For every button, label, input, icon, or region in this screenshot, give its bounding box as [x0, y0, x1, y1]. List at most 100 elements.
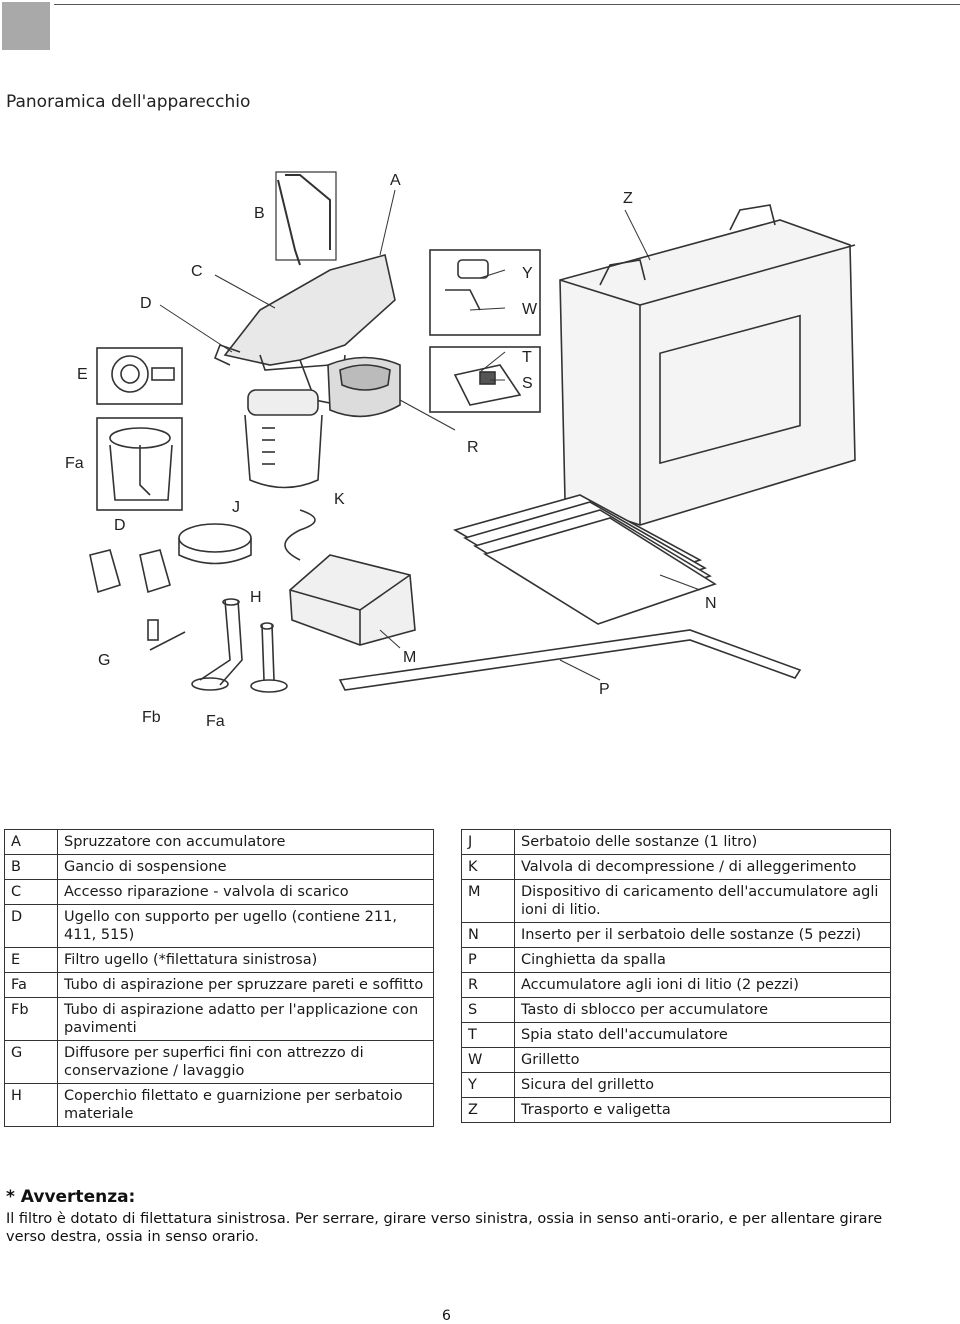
part-code: N: [461, 922, 515, 948]
part-description: Tasto di sblocco per accumulatore: [514, 997, 891, 1023]
label-j: J: [232, 499, 240, 516]
part-description: Filtro ugello (*filettatura sinistrosa): [57, 947, 434, 973]
inset-battery-drawing: [429, 346, 541, 413]
part-description: Spia stato dell'accumulatore: [514, 1022, 891, 1048]
part-code: J: [461, 829, 515, 855]
part-description: Diffusore per superfici fini con attrezz…: [57, 1040, 434, 1084]
label-z: Z: [623, 190, 633, 207]
label-fb: Fb: [142, 709, 161, 726]
charger-drawing: [284, 509, 416, 646]
warning-title: * Avvertenza:: [6, 1187, 136, 1207]
label-g: G: [98, 652, 110, 669]
label-e: E: [77, 366, 88, 383]
diffuser-drawing: [147, 619, 186, 651]
part-description: Coperchio filettato e guarnizione per se…: [57, 1083, 434, 1127]
inset-suction-drawing: [96, 417, 183, 511]
inset-filter-drawing: [96, 347, 183, 405]
label-d1: D: [140, 295, 152, 312]
part-code: Fa: [4, 972, 58, 998]
part-code: T: [461, 1022, 515, 1048]
label-fa1: Fa: [65, 455, 84, 472]
part-description: Tubo di aspirazione adatto per l'applica…: [57, 997, 434, 1041]
part-description: Accumulatore agli ioni di litio (2 pezzi…: [514, 972, 891, 998]
label-fa2: Fa: [206, 713, 225, 730]
nozzles-drawing: [89, 549, 171, 594]
label-t: T: [522, 349, 532, 366]
part-code: Fb: [4, 997, 58, 1041]
section-title: Panoramica dell'apparecchio: [6, 92, 251, 112]
part-description: Serbatoio delle sostanze (1 litro): [514, 829, 891, 855]
label-s: S: [522, 375, 533, 392]
inset-trigger-drawing: [429, 249, 541, 336]
top-rule: [54, 4, 960, 5]
label-h: H: [250, 589, 262, 606]
part-code: E: [4, 947, 58, 973]
cap-drawing: [178, 523, 252, 565]
label-n: N: [705, 595, 717, 612]
part-code: G: [4, 1040, 58, 1084]
part-code: Z: [461, 1097, 515, 1123]
part-description: Trasporto e valigetta: [514, 1097, 891, 1123]
part-description: Valvola di decompressione / di alleggeri…: [514, 854, 891, 880]
part-description: Gancio di sospensione: [57, 854, 434, 880]
part-code: W: [461, 1047, 515, 1073]
part-code: P: [461, 947, 515, 973]
sprayer-drawing: [213, 171, 401, 489]
part-code: A: [4, 829, 58, 855]
part-description: Accesso riparazione - valvola di scarico: [57, 879, 434, 905]
part-description: Ugello con supporto per ugello (contiene…: [57, 904, 434, 948]
suction-tubes-drawing: [191, 598, 288, 693]
label-y: Y: [522, 265, 533, 282]
label-m: M: [403, 649, 416, 666]
strap-drawing: [338, 629, 802, 691]
part-description: Grilletto: [514, 1047, 891, 1073]
case-drawing: [559, 204, 856, 526]
page-number: 6: [442, 1308, 451, 1324]
warning-text: Il filtro è dotato di filettatura sinist…: [6, 1211, 883, 1245]
part-code: S: [461, 997, 515, 1023]
part-code: D: [4, 904, 58, 948]
part-description: Inserto per il serbatoio delle sostanze …: [514, 922, 891, 948]
part-code: Y: [461, 1072, 515, 1098]
part-code: C: [4, 879, 58, 905]
device-illustration: A B C D E Fa J K D H G Fb Fa Y W T S R Z…: [65, 171, 856, 730]
part-code: H: [4, 1083, 58, 1127]
part-description: Tubo di aspirazione per spruzzare pareti…: [57, 972, 434, 998]
label-p: P: [599, 681, 610, 698]
label-k: K: [334, 491, 345, 508]
label-a: A: [390, 172, 401, 189]
part-description: Sicura del grilletto: [514, 1072, 891, 1098]
label-r: R: [467, 439, 479, 456]
label-c: C: [191, 263, 203, 280]
part-code: R: [461, 972, 515, 998]
inserts-drawing: [452, 494, 717, 625]
corner-marker: [2, 2, 50, 50]
part-description: Cinghietta da spalla: [514, 947, 891, 973]
part-description: Dispositivo di caricamento dell'accumula…: [514, 879, 891, 923]
label-w: W: [522, 301, 538, 318]
label-d2: D: [114, 517, 126, 534]
